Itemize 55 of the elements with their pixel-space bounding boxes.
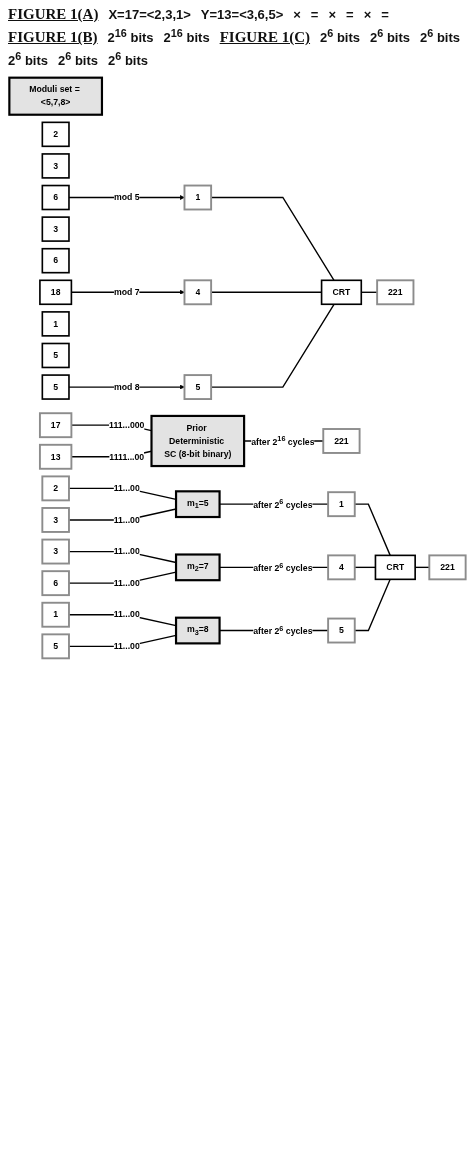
bit-length-label: 2$^{6}$ bits [108,50,148,69]
process-box: 3 [40,506,70,533]
process-box: 5 [41,342,70,368]
operator-sign: × [293,7,301,22]
process-box: 5 [326,617,356,644]
process-box: Prior Deterministic SC (8-bit binary) [149,414,245,467]
process-box: Moduli set = <5,7,8> [7,76,103,116]
process-box: 1 [183,184,212,211]
process-box: 5 [41,373,70,400]
process-box: 4 [326,554,356,580]
process-box: 6 [41,247,70,274]
edge-label: 1111...00 [108,449,144,463]
bit-length-label: 2$^{6}$ bits [320,27,361,46]
process-box: m$_{2}$=7 [174,553,221,581]
bit-length-label: 2$^{16}$ bits [107,27,154,46]
equation-text: Y=13=<3,6,5> [200,7,284,22]
figure-heading: FIGURE 1(B) [8,29,98,47]
bit-length-label: 2$^{6}$ bits [8,50,48,69]
process-box: 1 [40,601,70,628]
process-box: 13 [38,443,72,470]
process-box: 3 [40,538,70,565]
bit-length-label: 2$^{16}$ bits [163,27,210,46]
process-box: CRT [374,554,416,580]
process-box: m$_{3}$=8 [174,616,221,645]
process-box: 6 [40,569,70,596]
figure-heading: FIGURE 1(C) [219,29,311,47]
process-box: 18 [38,279,72,305]
operator-sign: × [328,7,337,22]
process-box: m$_{1}$=5 [174,489,221,518]
operator-sign: = [310,7,319,22]
process-box: 3 [41,215,70,242]
process-box: 221 [427,554,467,580]
process-box: 1 [326,490,356,517]
bit-length-label: 2$^{6}$ bits [370,27,411,46]
figure-heading: FIGURE 1(A) [8,6,99,23]
operator-sign: × [363,7,372,22]
process-box: 221 [321,427,361,454]
edge-label: after 2$^{16}$ cycles [250,433,314,449]
process-box: 1 [41,310,70,337]
process-box: 2 [41,121,70,147]
process-box: 17 [38,411,72,438]
process-box: 5 [183,373,212,400]
process-box: 4 [183,279,212,305]
operator-sign: = [346,7,354,22]
process-box: 3 [41,152,70,179]
operator-sign: = [381,7,389,22]
edge-label: after 2$^{6}$ cycles [252,496,312,512]
process-box: 221 [375,279,414,305]
process-box: 5 [40,633,70,659]
process-box: 6 [41,184,70,210]
equation-text: X=17=<2,3,1> [108,7,191,22]
bit-length-label: 2$^{6}$ bits [420,27,461,46]
process-box: CRT [320,279,362,305]
process-box: 2 [40,475,70,501]
bit-length-label: 2$^{6}$ bits [58,50,98,69]
